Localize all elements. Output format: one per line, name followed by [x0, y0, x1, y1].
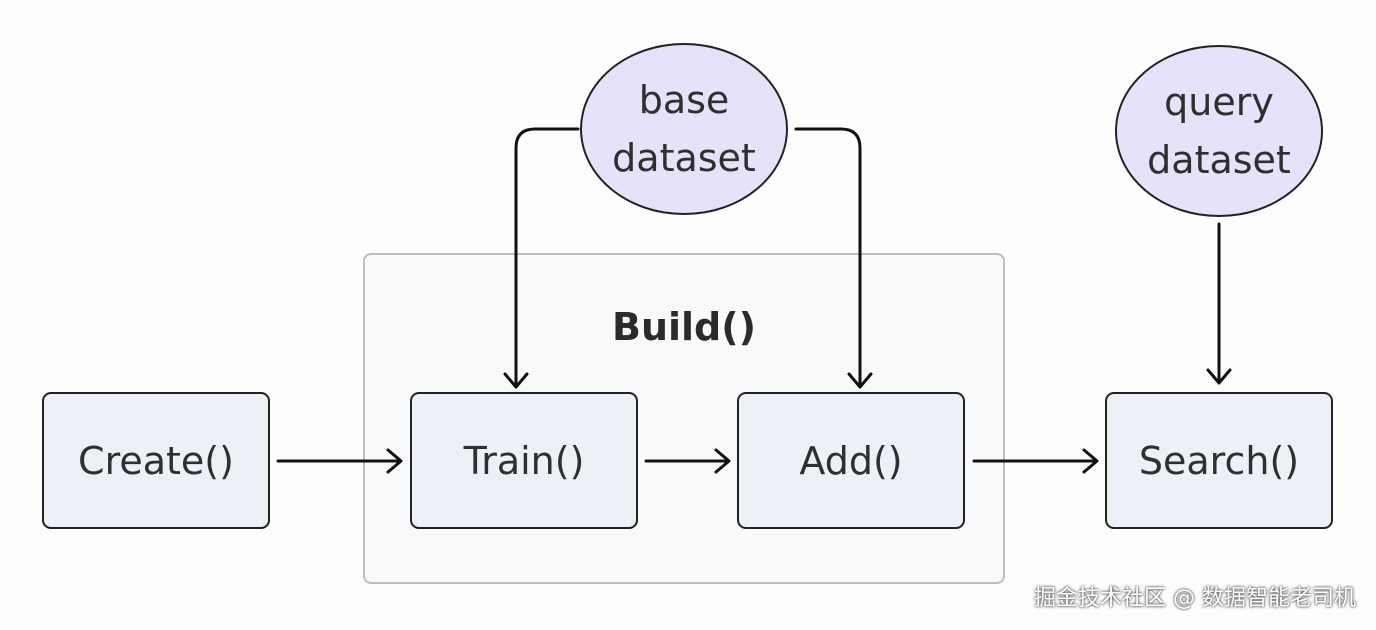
search-node-label: Search() [1138, 438, 1300, 483]
base-dataset-node: base dataset [580, 43, 788, 215]
query-dataset-line1: query [1164, 80, 1274, 124]
base-dataset-line1: base [638, 78, 730, 122]
base-dataset-line2: dataset [612, 136, 756, 180]
add-node: Add() [737, 392, 965, 529]
edge-query-search-arrowhead [1206, 368, 1232, 385]
edge-base-add [794, 127, 862, 388]
query-dataset-node: query dataset [1115, 45, 1323, 217]
search-node: Search() [1105, 392, 1333, 529]
edge-base-add-arrowhead [847, 372, 873, 389]
watermark-text: 掘金技术社区 @ 数据智能老司机 [1034, 586, 1356, 611]
create-node: Create() [42, 392, 270, 529]
edge-base-train [514, 127, 580, 388]
edge-create-train-arrowhead [386, 448, 403, 474]
build-group-title: Build() [611, 305, 756, 349]
add-node-label: Add() [799, 438, 903, 483]
train-node-label: Train() [463, 438, 585, 483]
create-node-label: Create() [78, 438, 234, 483]
train-node: Train() [410, 392, 638, 529]
query-dataset-line2: dataset [1147, 138, 1291, 182]
edge-base-train-arrowhead [503, 372, 529, 389]
edge-add-search-arrowhead [1082, 448, 1099, 474]
edge-train-add-arrowhead [714, 448, 731, 474]
